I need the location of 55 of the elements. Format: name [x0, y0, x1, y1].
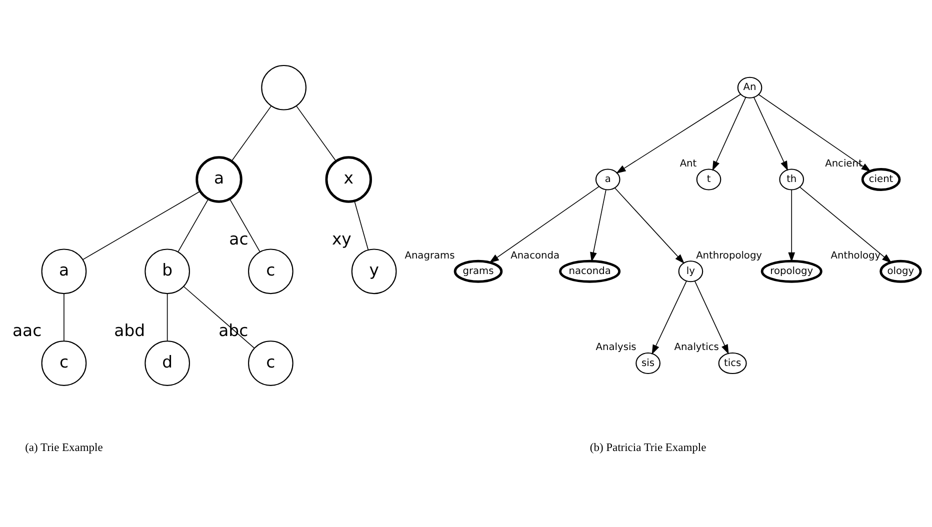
node-label: Anthropology: [696, 250, 762, 261]
arrow: [788, 189, 795, 262]
node-label: Anthology: [830, 250, 880, 261]
arrow: [614, 187, 684, 264]
node-label: abd: [114, 320, 145, 340]
node-label: Analysis: [595, 342, 636, 353]
connector: [354, 200, 368, 250]
node-ellipse: ropology: [760, 259, 822, 282]
node-circle: c: [248, 340, 293, 386]
node-ellipse: sis: [635, 352, 660, 374]
node-circle: b: [144, 248, 190, 294]
arrow: [798, 186, 892, 263]
node-circle: d: [144, 340, 190, 386]
connector: [296, 105, 336, 162]
arrow: [753, 96, 788, 170]
connector: [82, 190, 200, 260]
node-ellipse: t: [696, 168, 721, 190]
arrow: [712, 96, 746, 170]
connector: [166, 292, 168, 341]
node-label: Anaconda: [510, 250, 559, 261]
node-ellipse: cient: [860, 168, 900, 190]
arrow: [590, 188, 606, 262]
node-label: Analytics: [674, 342, 718, 353]
node-ellipse: tics: [718, 352, 746, 374]
node-label: Anagrams: [404, 250, 454, 261]
node-ellipse: ly: [678, 260, 703, 282]
node-label: aac: [12, 320, 42, 340]
node-ellipse: ology: [879, 259, 922, 282]
node-circle: a: [40, 248, 86, 294]
connector: [230, 105, 272, 162]
node-ellipse: An: [736, 76, 762, 98]
node-ellipse: th: [778, 168, 804, 190]
label: (a) Trie Example: [24, 441, 102, 454]
node-circle: x: [324, 156, 372, 202]
node-ellipse: naconda: [558, 259, 620, 282]
node-circle: a: [195, 156, 242, 202]
label: (b) Patricia Trie Example: [589, 441, 706, 454]
node-ellipse: a: [594, 168, 620, 190]
node-circle: c: [248, 248, 293, 294]
connector: [228, 198, 260, 252]
node-circle: y: [350, 248, 396, 294]
arrow: [651, 280, 686, 354]
node-circle: [260, 64, 306, 110]
node-ellipse: grams: [453, 259, 502, 282]
node-label: ac: [228, 228, 248, 248]
connector: [63, 292, 64, 341]
arrow: [615, 93, 740, 174]
arrow: [488, 186, 599, 262]
arrow: [758, 94, 871, 172]
connector: [182, 286, 254, 348]
arrow: [694, 280, 728, 354]
node-label: xy: [331, 228, 351, 248]
node-label: Ant: [679, 158, 696, 169]
node-circle: c: [40, 340, 86, 386]
connector: [177, 198, 208, 252]
